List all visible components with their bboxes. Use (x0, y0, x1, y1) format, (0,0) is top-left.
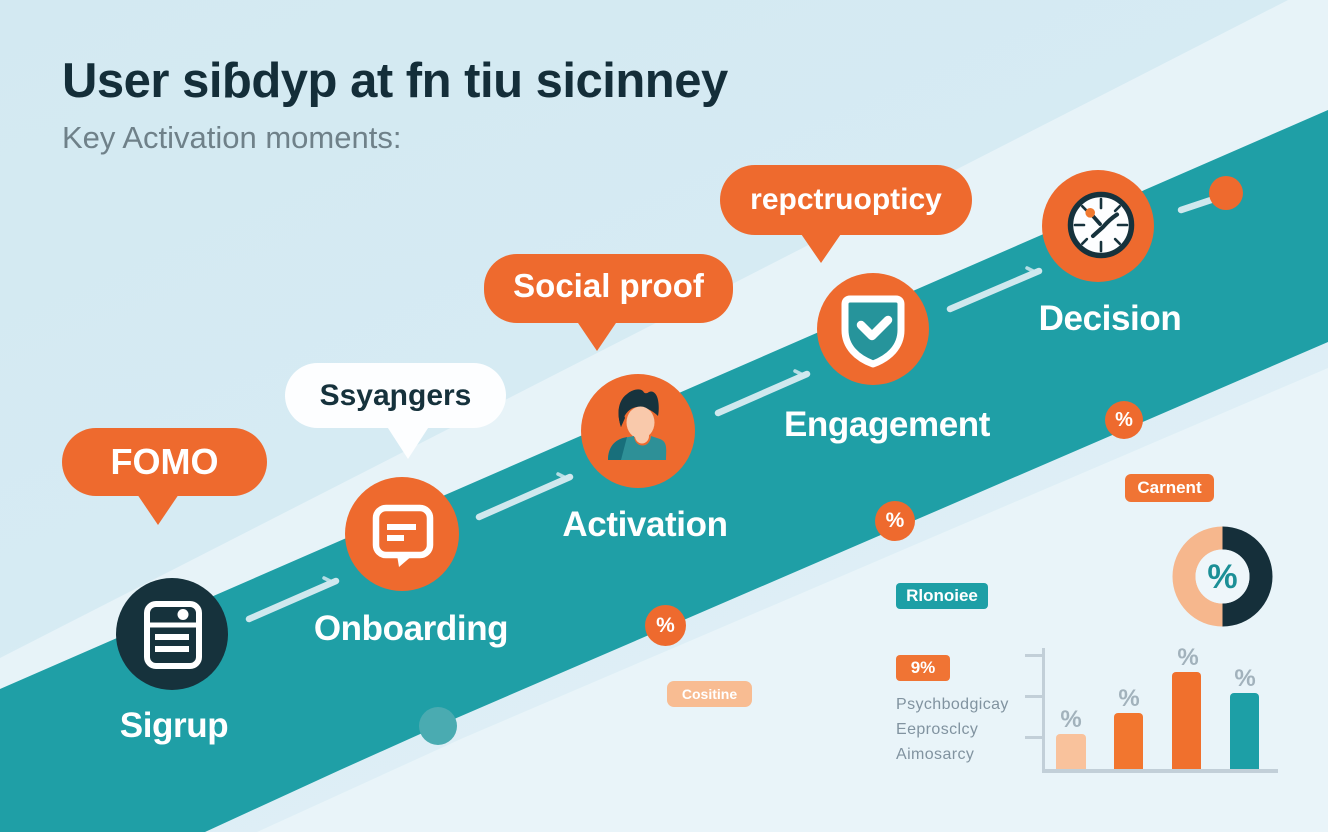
svg-text:%: % (1207, 558, 1237, 596)
